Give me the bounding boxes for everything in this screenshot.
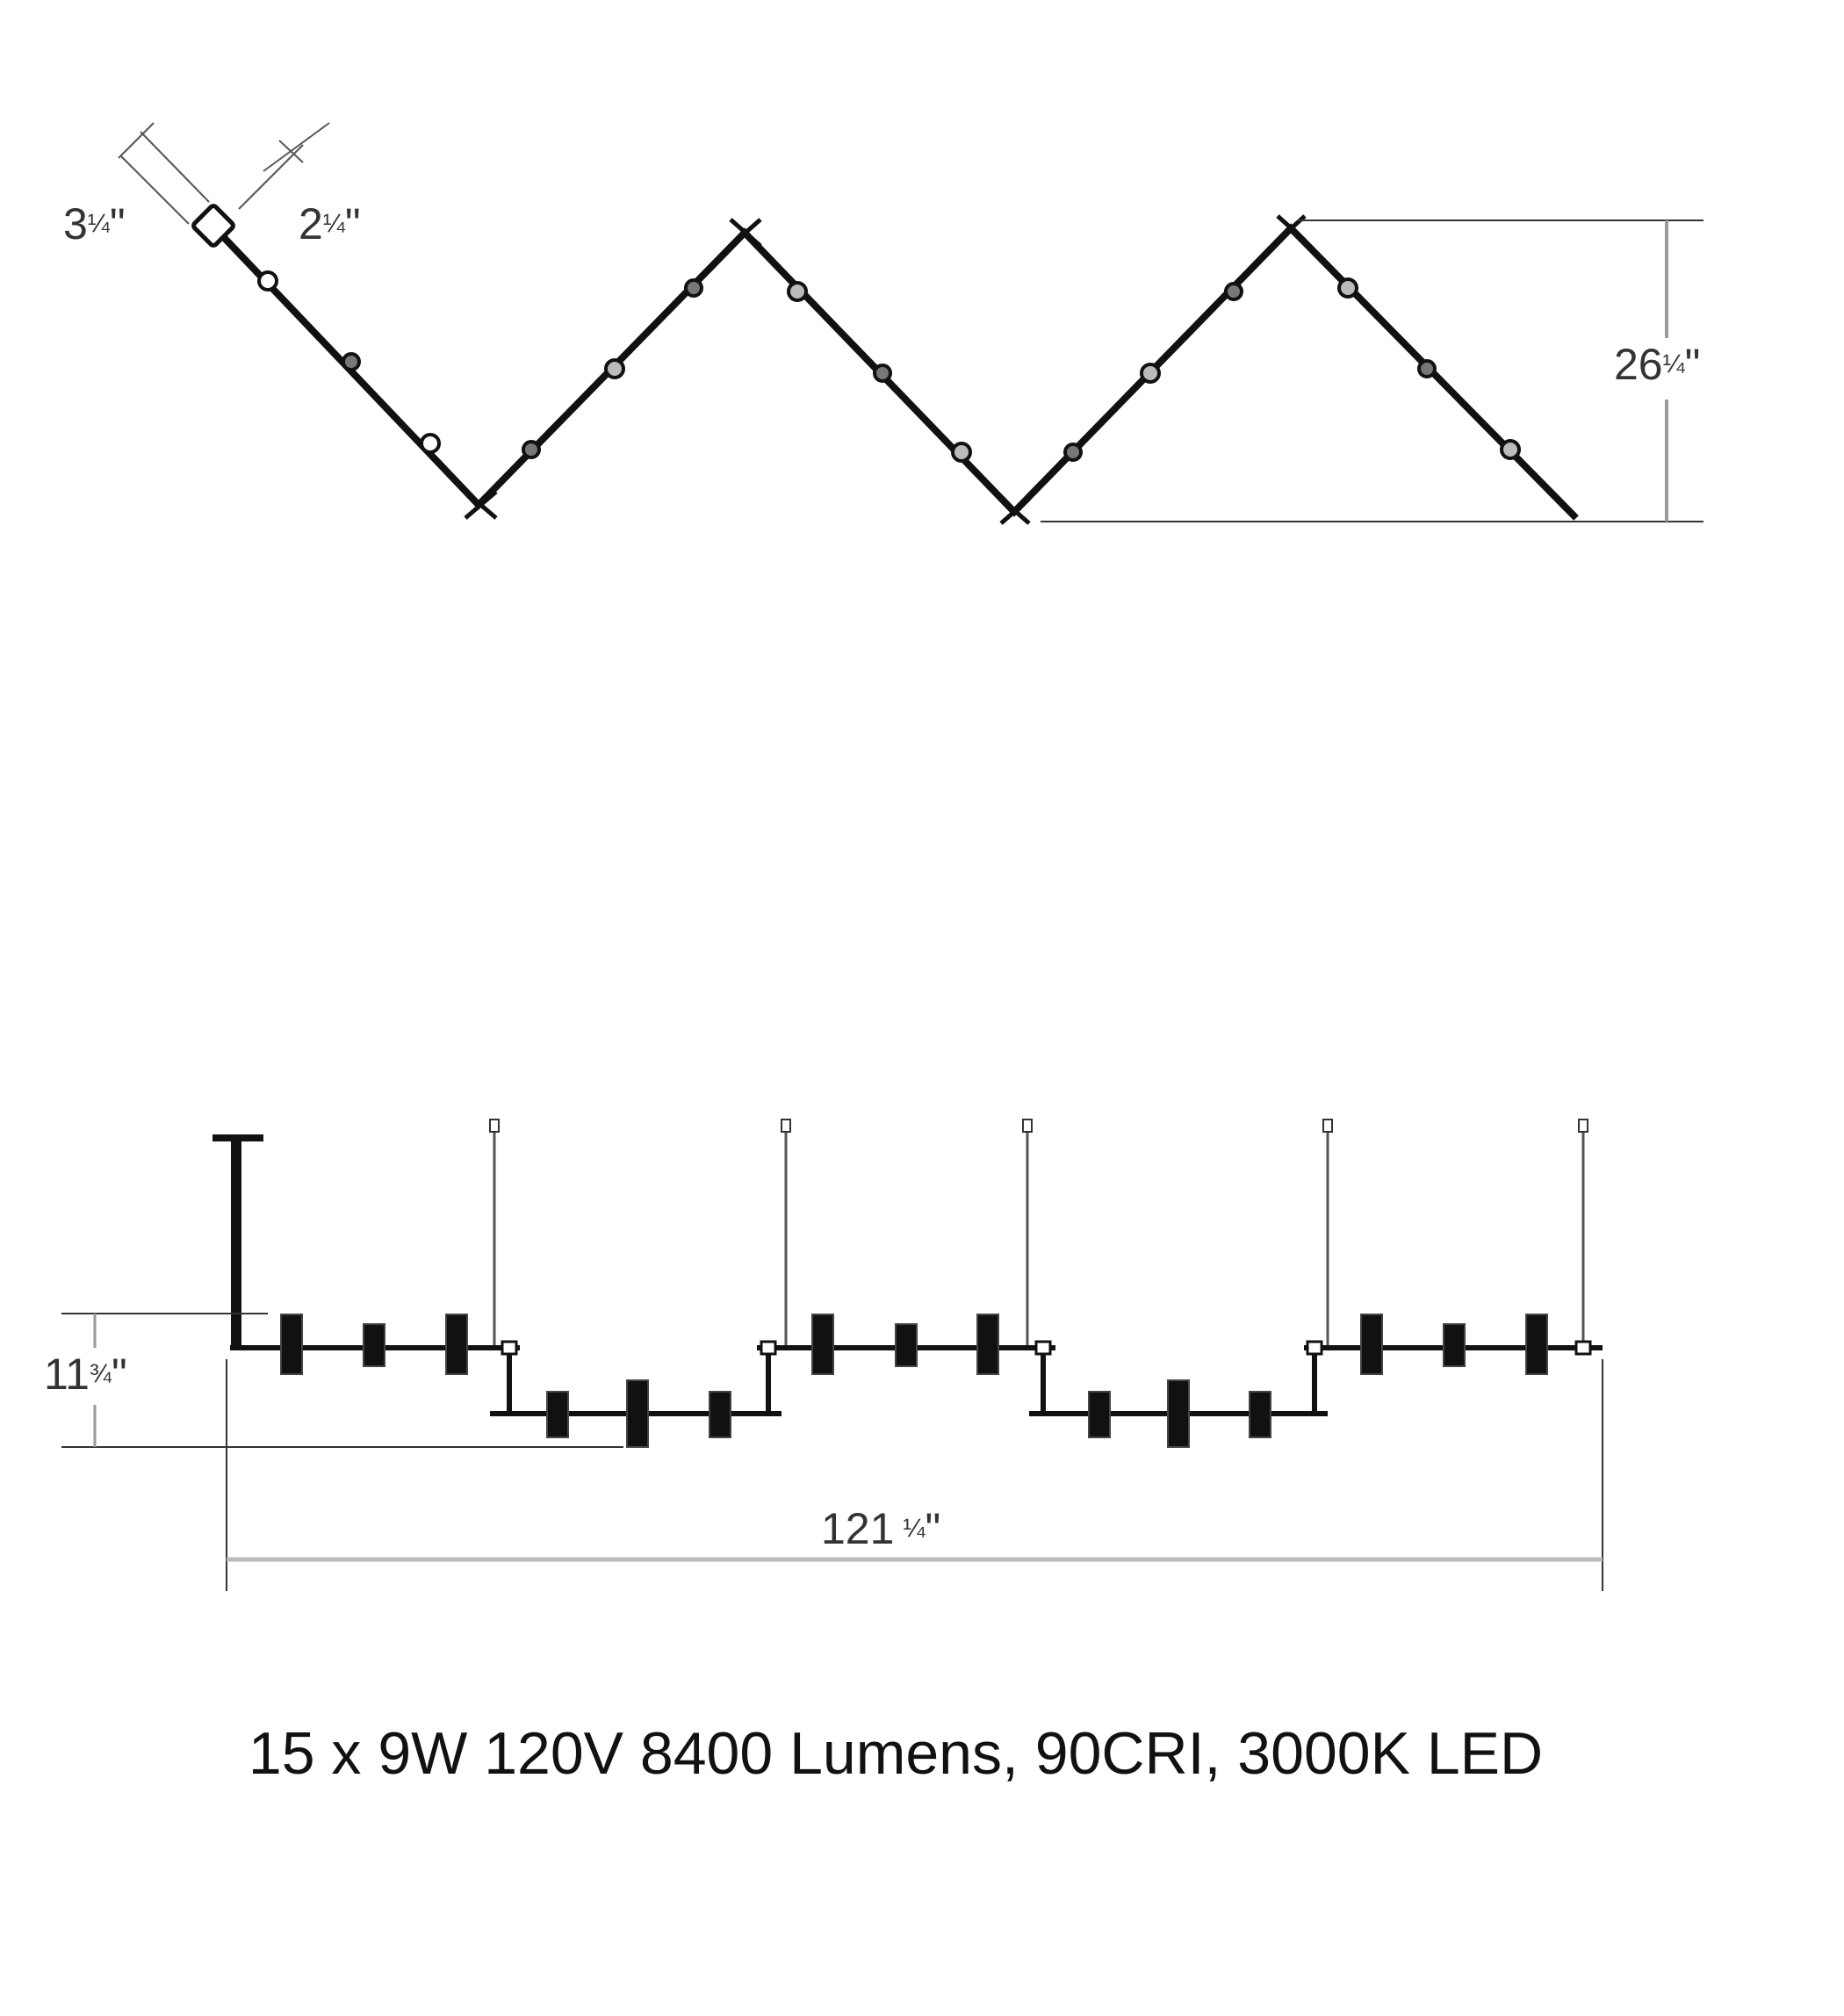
side-height-dim <box>61 1313 623 1448</box>
top-light-heads <box>257 270 1521 463</box>
main-canopy <box>212 1134 263 1348</box>
side-width-dim <box>226 1359 1603 1591</box>
top-view: 3¼" 2¼" 26¼" <box>63 122 1704 525</box>
top-dim-right-label: 2¼" <box>299 199 361 248</box>
rail-joints <box>501 1340 1592 1356</box>
side-light-heads-high <box>280 1314 1548 1375</box>
top-height-dim <box>1041 220 1704 522</box>
side-dim-height-label: 11¾" <box>44 1350 127 1399</box>
suspension-cables <box>493 1128 1585 1348</box>
cable-anchors <box>489 1119 1588 1133</box>
top-small-dim-lines <box>118 122 330 225</box>
end-canopy <box>191 204 235 248</box>
top-dim-height-label: 26¼" <box>1614 340 1700 389</box>
top-dim-left-label: 3¼" <box>63 199 126 248</box>
zigzag-rail <box>212 223 1579 521</box>
spec-caption: 15 x 9W 120V 8400 Lumens, 90CRI, 3000K L… <box>249 1720 1543 1787</box>
side-light-heads-low <box>546 1379 1271 1448</box>
